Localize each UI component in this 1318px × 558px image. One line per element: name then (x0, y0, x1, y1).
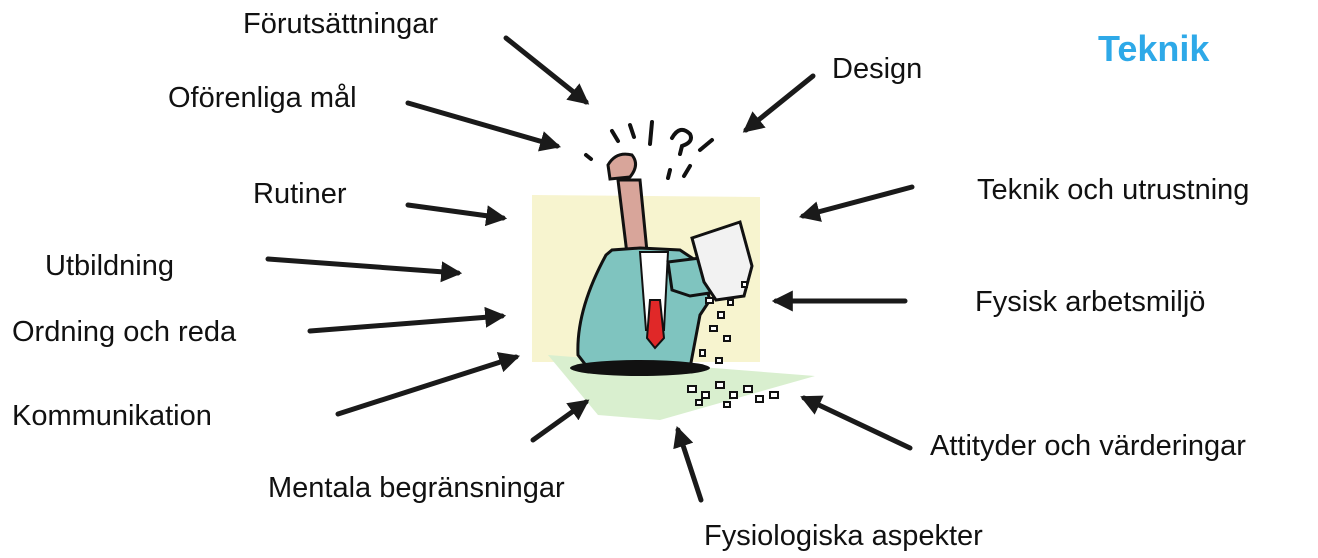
slide-title: Teknik (1098, 28, 1209, 70)
label-teknik-och-utrustning: Teknik och utrustning (977, 176, 1249, 205)
arrow-oforenliga (408, 103, 557, 146)
label-ordning-och-reda: Ordning och reda (12, 318, 236, 347)
label-forutsattningar: Förutsättningar (243, 10, 438, 39)
arrow-utbildning (268, 259, 458, 273)
floor-hole (570, 360, 710, 376)
frustration-scribbles (586, 122, 712, 178)
label-fysisk-arbetsmiljo: Fysisk arbetsmiljö (975, 288, 1205, 317)
red-tie (647, 300, 664, 348)
label-kommunikation: Kommunikation (12, 402, 212, 431)
arrow-kommunikation (338, 357, 516, 414)
arrow-fysiologiska (678, 430, 701, 500)
arrow-design (746, 76, 813, 130)
arrow-teknik-utrustning (803, 187, 912, 216)
arrow-rutiner (408, 205, 503, 218)
arrow-mentala (533, 402, 586, 440)
label-design: Design (832, 55, 922, 84)
arrow-forutsattningar (506, 38, 586, 102)
arrow-attityder (804, 398, 910, 448)
label-oforenliga-mal: Oförenliga mål (168, 84, 357, 113)
fist (608, 154, 636, 179)
label-rutiner: Rutiner (253, 180, 347, 209)
label-fysiologiska-aspekter: Fysiologiska aspekter (704, 522, 983, 551)
label-attityder-och-varderingar: Attityder och värderingar (930, 432, 1246, 461)
arrow-ordning (310, 316, 502, 331)
label-utbildning: Utbildning (45, 252, 174, 281)
frustrated-man-illustration (532, 122, 815, 420)
label-mentala-begransningar: Mentala begränsningar (268, 474, 565, 503)
